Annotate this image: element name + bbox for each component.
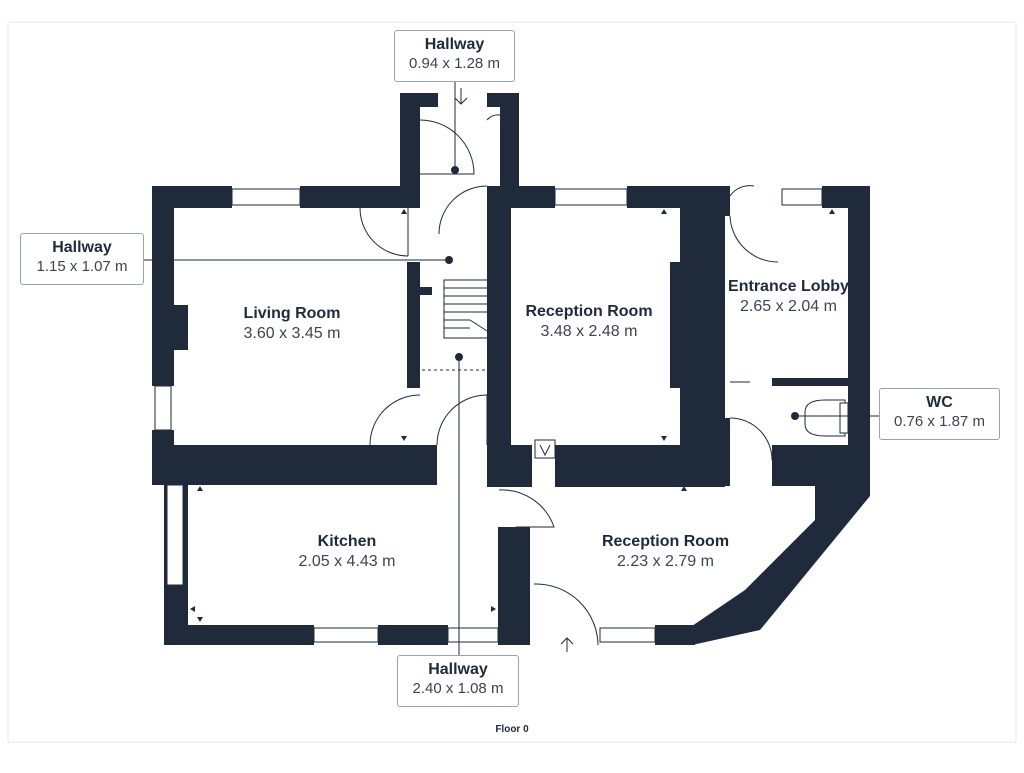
room-label-reception-room-2: Reception Room 2.23 x 2.79 m bbox=[588, 532, 743, 572]
wc-fixture bbox=[534, 381, 849, 459]
callout-hallway-bottom: Hallway 2.40 x 1.08 m bbox=[397, 655, 519, 707]
room-name: Kitchen bbox=[317, 533, 377, 550]
walls bbox=[152, 93, 870, 645]
stairs bbox=[422, 279, 499, 371]
callout-dimensions: 0.94 x 1.28 m bbox=[409, 55, 500, 72]
callout-wc: WC 0.76 x 1.87 m bbox=[879, 388, 1000, 440]
callout-name: Hallway bbox=[428, 661, 488, 678]
room-dimensions: 3.60 x 3.45 m bbox=[243, 325, 341, 342]
room-dimensions: 2.23 x 2.79 m bbox=[617, 553, 714, 570]
room-label-kitchen: Kitchen 2.05 x 4.43 m bbox=[272, 532, 422, 572]
callout-dimensions: 2.40 x 1.08 m bbox=[412, 680, 504, 697]
room-dimensions: 2.65 x 2.04 m bbox=[740, 298, 837, 315]
callout-name: Hallway bbox=[424, 36, 485, 53]
room-name: Entrance Lobby bbox=[728, 278, 849, 295]
dimension-ticks bbox=[190, 209, 835, 622]
room-name: Reception Room bbox=[525, 303, 653, 320]
callout-dimensions: 1.15 x 1.07 m bbox=[36, 258, 128, 275]
doors bbox=[359, 114, 779, 646]
leader-lines bbox=[144, 80, 880, 655]
room-dimensions: 3.48 x 2.48 m bbox=[540, 323, 638, 340]
room-dimensions: 2.05 x 4.43 m bbox=[298, 553, 396, 570]
windows bbox=[154, 188, 823, 643]
room-name: Reception Room bbox=[601, 533, 730, 550]
entrance-arrows bbox=[454, 88, 574, 652]
callout-hallway-left: Hallway 1.15 x 1.07 m bbox=[20, 233, 144, 285]
page-border bbox=[7, 21, 1017, 743]
floor-title: Floor 0 bbox=[495, 724, 529, 735]
callout-dimensions: 0.76 x 1.87 m bbox=[894, 413, 985, 430]
room-label-reception-room: Reception Room 3.48 x 2.48 m bbox=[514, 302, 664, 342]
callout-name: Hallway bbox=[52, 239, 112, 256]
room-label-entrance-lobby: Entrance Lobby 2.65 x 2.04 m bbox=[716, 277, 861, 317]
callout-hallway-top: Hallway 0.94 x 1.28 m bbox=[394, 30, 515, 82]
callout-name: WC bbox=[926, 394, 953, 411]
room-name: Living Room bbox=[243, 305, 341, 322]
room-label-living-room: Living Room 3.60 x 3.45 m bbox=[212, 304, 372, 344]
